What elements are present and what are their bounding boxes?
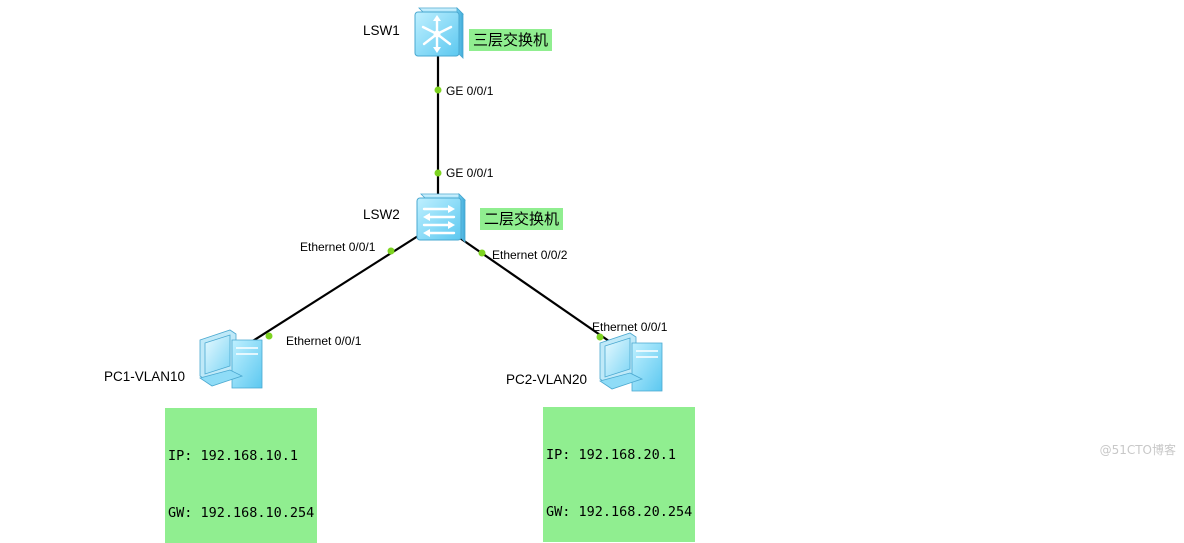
lsw2-role-tag: 二层交换机	[480, 208, 564, 230]
port-label-lsw2-ge001: GE 0/0/1	[446, 166, 494, 180]
port-label-pc2-eth001: Ethernet 0/0/1	[592, 320, 668, 334]
link-lsw2-pc1	[236, 235, 419, 352]
pc2-computer-icon[interactable]	[599, 332, 663, 392]
pc2-ip: IP: 192.168.20.1	[546, 447, 677, 463]
port-label-lsw1-ge001: GE 0/0/1	[446, 84, 494, 98]
pc2-name-label: PC2-VLAN20	[506, 372, 587, 387]
pc1-ip-config: IP: 192.168.10.1 GW: 192.168.10.254	[165, 408, 318, 543]
port-dot-lsw1-ge001	[434, 86, 442, 94]
port-dot-pc2-eth001	[596, 333, 604, 341]
pc1-name-label: PC1-VLAN10	[104, 369, 185, 384]
pc1-computer-icon[interactable]	[199, 329, 263, 389]
layer3-switch-icon[interactable]	[414, 7, 464, 59]
topology-diagram: GE 0/0/1 GE 0/0/1 Ethernet 0/0/1 Etherne…	[104, 7, 668, 392]
port-dot-lsw2-ge001	[434, 169, 442, 177]
layer2-switch-icon[interactable]	[416, 193, 466, 243]
pc2-ip-config: IP: 192.168.20.1 GW: 192.168.20.254	[543, 407, 696, 542]
port-label-lsw2-eth002: Ethernet 0/0/2	[492, 248, 568, 262]
pc2-gateway: GW: 192.168.20.254	[546, 504, 693, 520]
watermark: @51CTO博客	[1099, 443, 1176, 457]
lsw1-role-tag: 三层交换机	[469, 29, 553, 51]
port-dot-lsw2-eth002	[478, 249, 486, 257]
port-dot-pc1-eth001	[265, 332, 273, 340]
port-label-pc1-eth001: Ethernet 0/0/1	[286, 334, 362, 348]
lsw2-name-label: LSW2	[363, 207, 400, 222]
pc1-gateway: GW: 192.168.10.254	[168, 505, 315, 521]
pc1-ip: IP: 192.168.10.1	[168, 448, 299, 464]
port-label-lsw2-eth001: Ethernet 0/0/1	[300, 240, 376, 254]
lsw1-name-label: LSW1	[363, 23, 400, 38]
port-dot-lsw2-eth001	[387, 247, 395, 255]
